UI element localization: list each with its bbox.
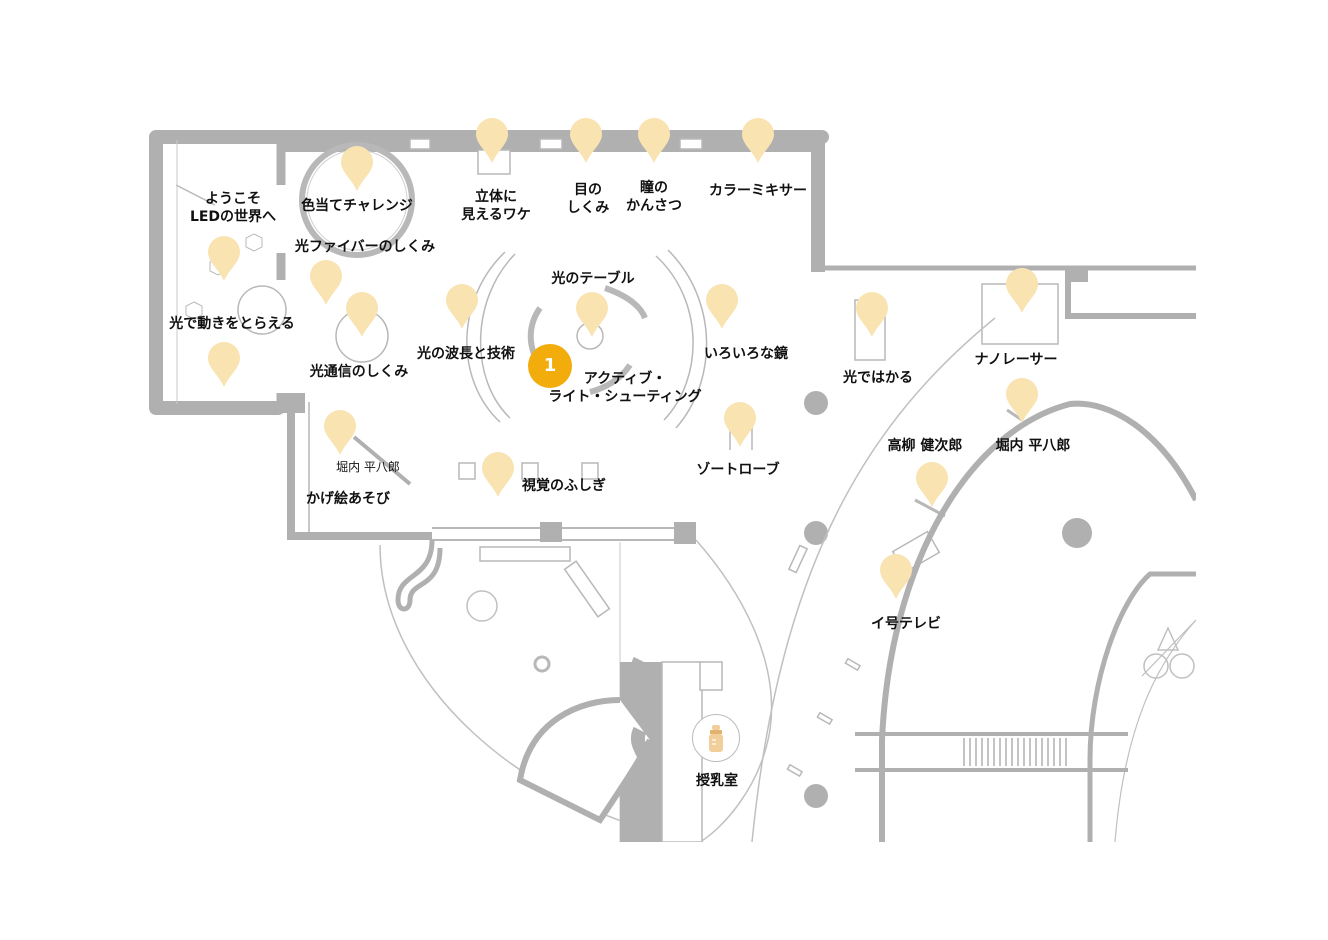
map-pin-icon[interactable] [574,290,610,338]
label-tv: イ号テレビ [871,616,941,632]
label-active-light: アクティブ・ ライト・シューティング [548,371,702,405]
label-zoetrope: ゾートローブ [696,462,780,478]
map-pin-icon[interactable] [344,290,380,338]
label-light-table: 光のテーブル [551,271,635,287]
map-pin-icon[interactable] [444,282,480,330]
label-nursing-room: 授乳室 [696,773,738,789]
label-wavelength: 光の波長と技術 [417,346,515,362]
map-pin-icon[interactable] [568,116,604,164]
label-horiuchi: 堀内 平八郎 [995,438,1071,454]
label-welcome: ようこそ LEDの世界へ [189,191,277,225]
map-pin-icon[interactable] [722,400,758,448]
zone-number-badge[interactable]: 1 [528,344,572,388]
map-pin-icon[interactable] [636,116,672,164]
label-optical-fiber: 光ファイバーのしくみ [294,239,436,255]
map-pin-icon[interactable] [914,460,950,508]
map-pin-icon[interactable] [474,116,510,164]
label-stereo: 立体に 見えるワケ [461,189,531,223]
label-eye: 目の しくみ [566,182,610,216]
map-pin-icon[interactable] [206,340,242,388]
map-pin-icon[interactable] [480,450,516,498]
map-pin-icon[interactable] [339,144,375,192]
label-color-mixer: カラーミキサー [709,183,807,199]
label-motion-capture: 光で動きをとらえる [169,316,295,332]
label-horiuchi-small: 堀内 平八郎 [336,460,400,474]
map-pin-icon[interactable] [740,116,776,164]
label-nano-laser: ナノレーサー [974,352,1058,368]
map-pin-icon[interactable] [322,408,358,456]
map-pin-icon[interactable] [206,234,242,282]
outer-wall [149,130,829,415]
map-pin-icon[interactable] [704,282,740,330]
map-pin-icon[interactable] [854,290,890,338]
label-measure-light: 光ではかる [843,370,913,386]
baby-bottle-icon [692,714,740,762]
label-optical-comm: 光通信のしくみ [309,364,409,380]
label-visual-wonder: 視覚のふしぎ [522,478,606,494]
map-pin-icon[interactable] [878,552,914,600]
label-color-challenge: 色当てチャレンジ [301,198,413,214]
label-pupil: 瞳の かんさつ [626,180,682,214]
label-mirrors: いろいろな鏡 [704,346,788,362]
label-shadow-play: かげ絵あそび [306,491,390,507]
map-pin-icon[interactable] [308,258,344,306]
label-takayanagi: 高柳 健次郎 [887,438,963,454]
map-pin-icon[interactable] [1004,266,1040,314]
map-pin-icon[interactable] [1004,376,1040,424]
